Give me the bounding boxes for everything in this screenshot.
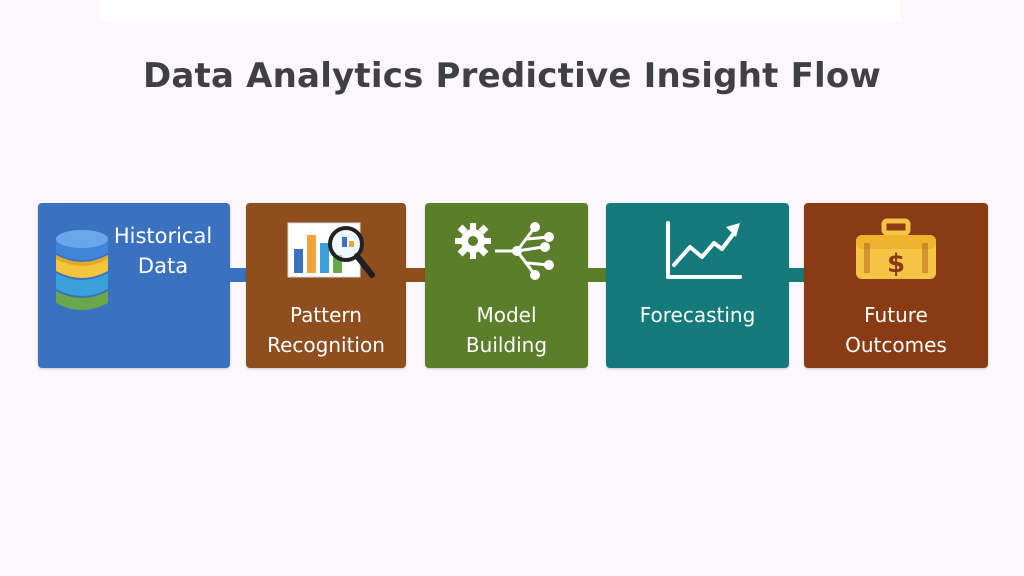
step-pattern-recognition: Pattern Recognition [246,203,406,368]
step-model-line2: Building [465,333,548,357]
step-pattern-line2: Recognition [267,333,385,357]
currency-symbol: $ [886,249,906,279]
money-case-icon [856,218,936,279]
top-band [100,0,900,22]
step-future-label: Future Outcomes [804,300,988,360]
step-model-building: Model Building [425,203,588,368]
step-forecasting: Forecasting [606,203,789,368]
step-historical-data: Historical Data [38,203,230,368]
step-historical-line1: Historical [113,224,213,248]
step-future-line2: Outcomes [845,333,947,357]
step-future-outcomes: $ Future Outcomes [804,203,988,368]
step-forecasting-line1: Forecasting [639,303,756,327]
diagram-title: Data Analytics Predictive Insight Flow [142,56,882,96]
database-icon [56,230,108,310]
step-future-line1: Future [864,303,928,327]
step-pattern-label: Pattern Recognition [246,300,406,360]
step-historical-line2: Data [137,254,189,278]
step-forecasting-label: Forecasting [606,300,789,330]
chart-magnifier-icon [287,222,375,278]
step-historical-label: Historical Data [96,221,230,281]
gear-network-icon [455,222,554,280]
step-pattern-line1: Pattern [290,303,362,327]
step-model-line1: Model [476,303,537,327]
trend-up-icon [666,221,742,279]
step-model-label: Model Building [425,300,588,360]
